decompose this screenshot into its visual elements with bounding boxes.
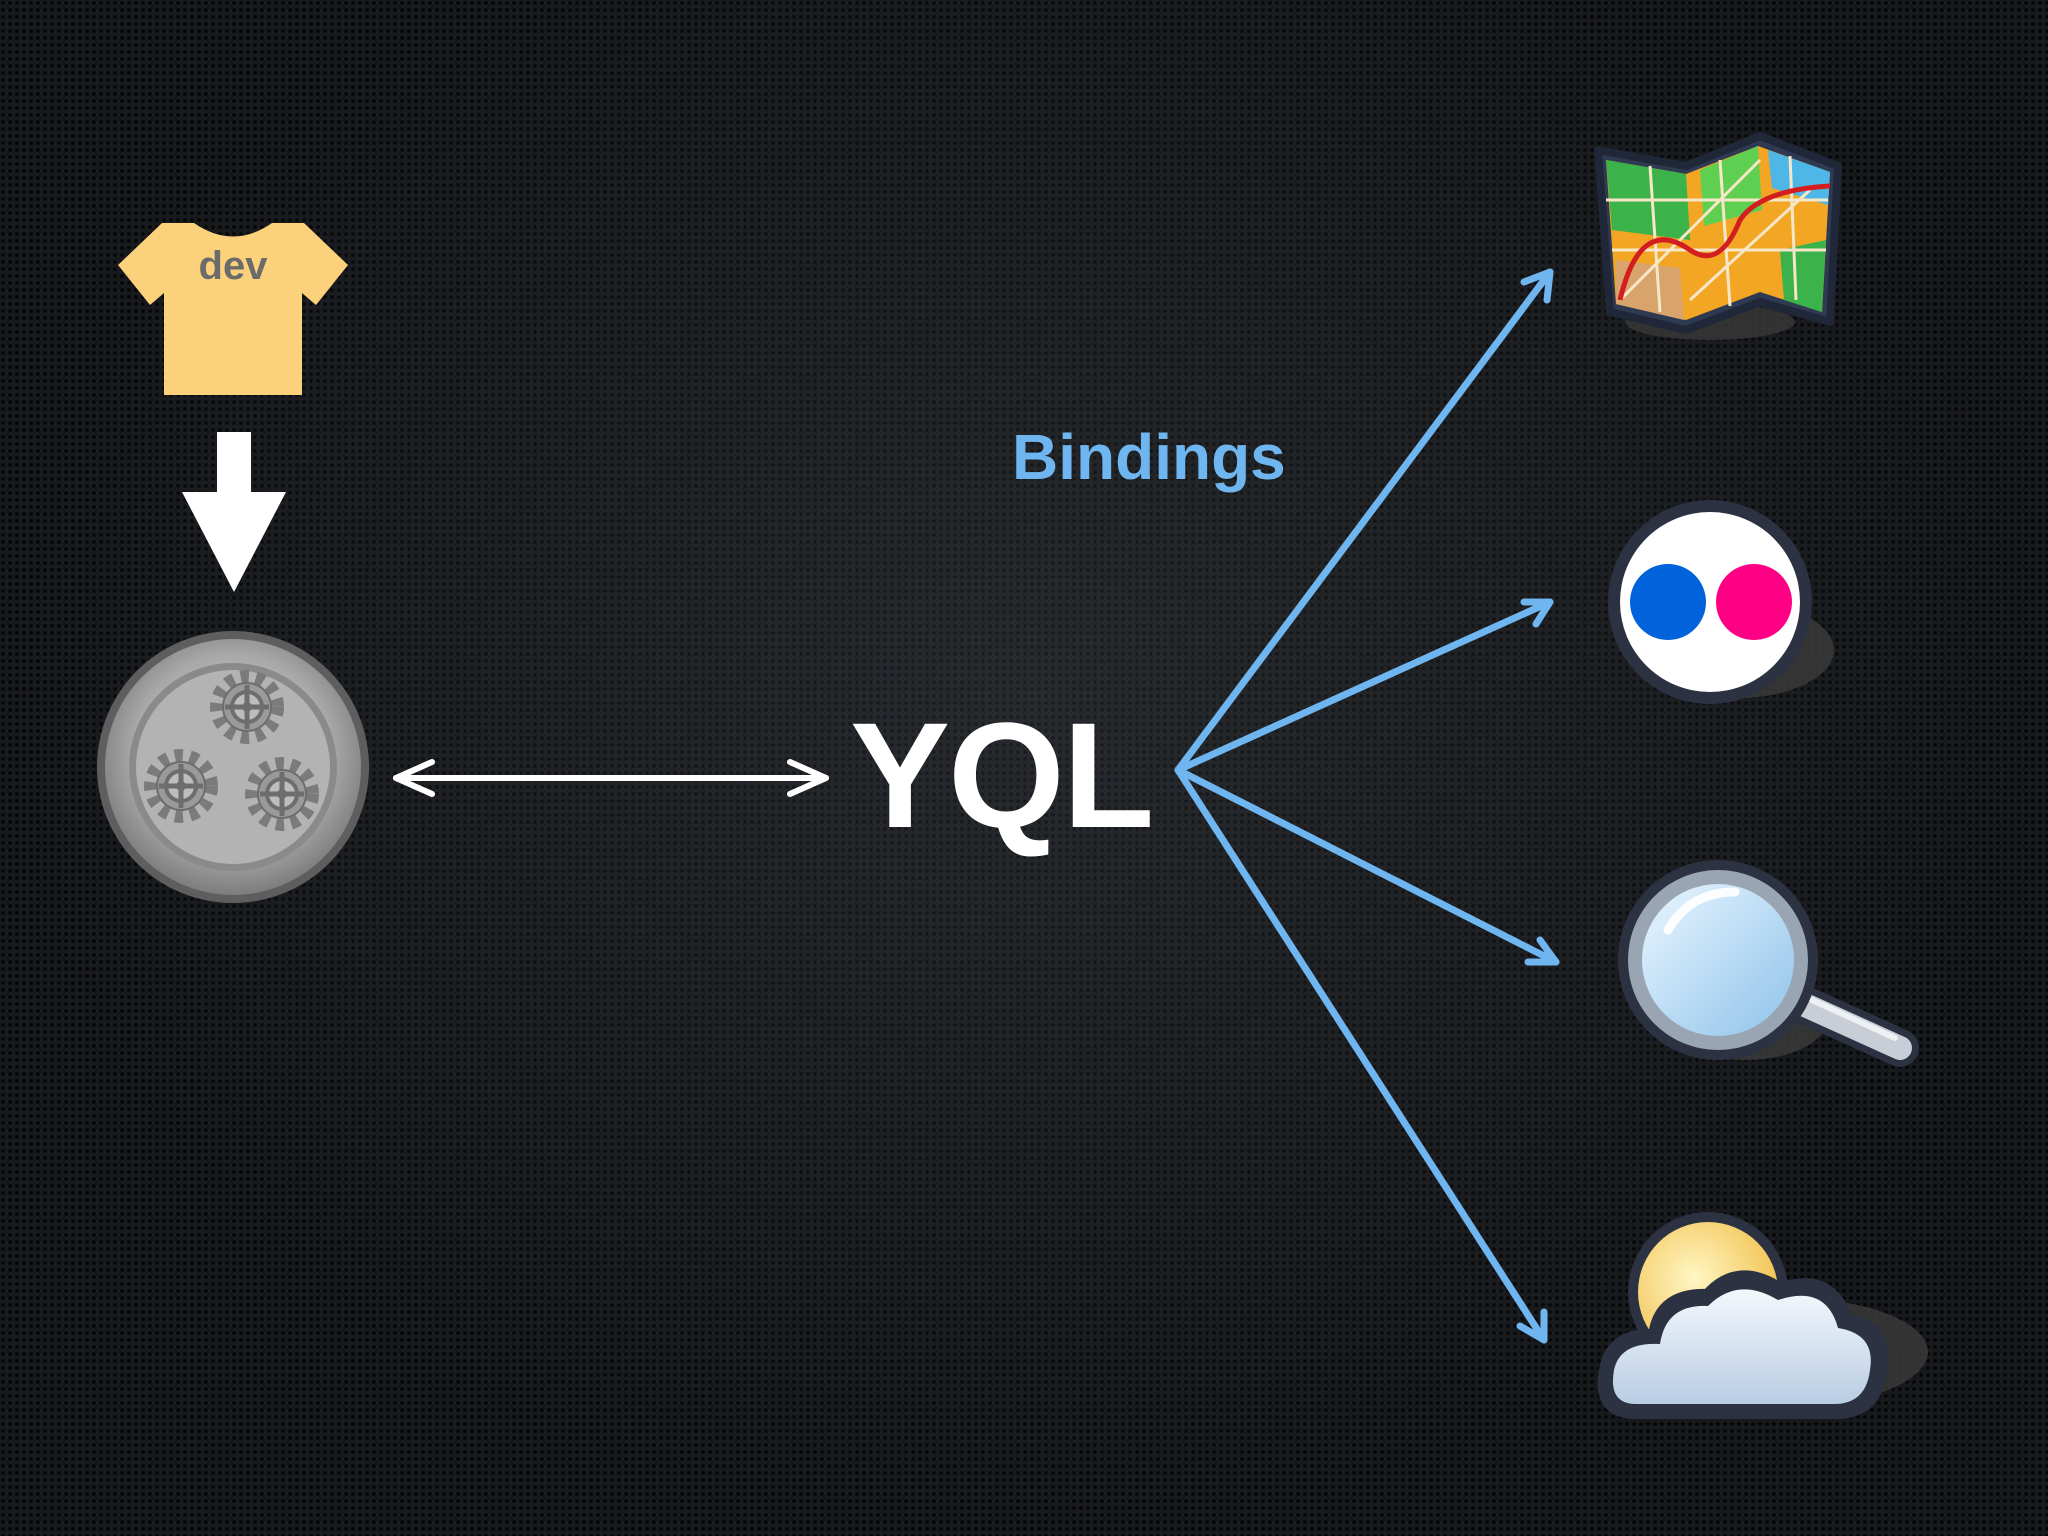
flickr-icon <box>1608 500 1834 704</box>
down-arrow <box>182 432 286 592</box>
gears-icon <box>97 631 369 903</box>
binding-arrows <box>1174 268 1560 1344</box>
bindings-label: Bindings <box>1012 421 1286 493</box>
yql-label: YQL <box>850 691 1154 859</box>
weather-icon <box>1597 1212 1928 1419</box>
t-shirt-icon <box>118 223 348 395</box>
t-shirt-label: dev <box>198 244 268 288</box>
double-arrow <box>393 759 829 797</box>
map-icon <box>1594 132 1842 340</box>
search-icon <box>1618 860 1919 1067</box>
